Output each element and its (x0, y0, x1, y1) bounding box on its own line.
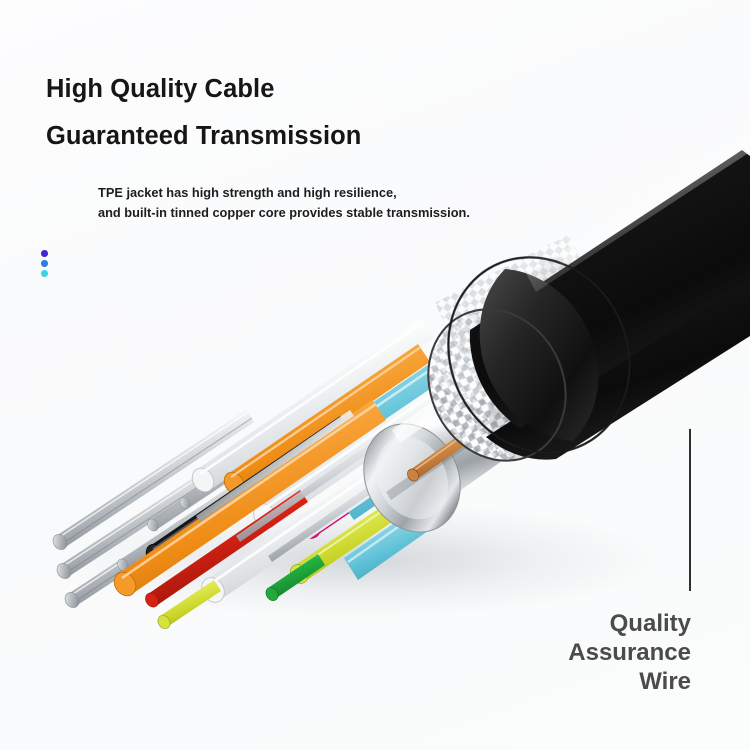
caption-line-2: Assurance (568, 639, 691, 666)
decorative-dot-1 (41, 250, 48, 257)
caption-vertical-rule (689, 429, 691, 591)
inner-wire-lime-stub (157, 580, 221, 629)
page-title-line-1: High Quality Cable (46, 75, 275, 103)
inner-wire-green (265, 554, 325, 601)
jacket-rim-edge (447, 256, 631, 454)
inner-wire-white-upper (191, 318, 434, 493)
page-title-line-2: Guaranteed Transmission (46, 122, 362, 150)
description-line-1: TPE jacket has high strength and high re… (98, 185, 397, 200)
tpe-outer-jacket (427, 116, 750, 462)
inner-wire-orange-upper (223, 344, 430, 495)
decorative-dot-2 (41, 260, 48, 267)
description-line-2: and built-in tinned copper core provides… (98, 204, 470, 220)
caption-line-1: Quality (609, 610, 691, 637)
description-block: TPE jacket has high strength and high re… (98, 183, 470, 222)
decorative-dot-group (41, 250, 51, 280)
inner-wire-orange-lower (113, 400, 386, 597)
caption-block: Quality Assurance Wire (568, 609, 691, 696)
caption-line-3: Wire (639, 668, 691, 695)
decorative-dot-3 (41, 270, 48, 277)
